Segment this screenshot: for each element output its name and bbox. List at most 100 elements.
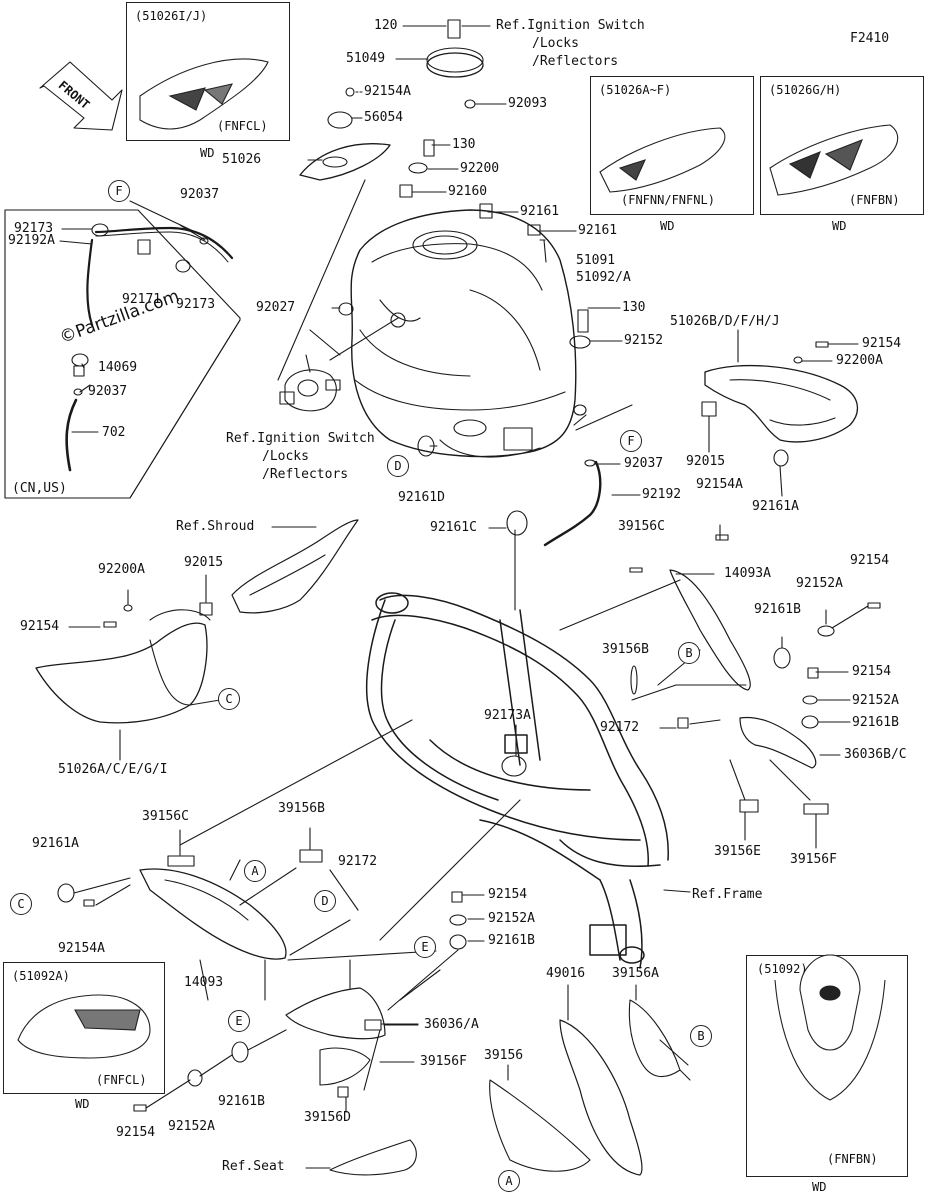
part-label: 92037 (180, 187, 220, 202)
part-label: 92161A (752, 499, 799, 514)
part-label: 51092/A (576, 270, 631, 285)
inset-sub: (FNFBN) (827, 1152, 878, 1166)
inset-sub: (FNFNN/FNFNL) (621, 193, 715, 207)
part-label: 92154 (850, 553, 890, 568)
callout-f: F (620, 430, 642, 452)
part-label: 92161B (852, 715, 899, 730)
inset-title: (51092) (757, 962, 808, 976)
part-label: 92173 (14, 221, 54, 236)
ref-frame: Ref.Frame (692, 887, 763, 902)
part-label: 51026 (222, 152, 262, 167)
inset-sub: (FNFCL) (96, 1073, 147, 1087)
part-label: 36036B/C (844, 747, 907, 762)
part-label: 92171 (122, 292, 162, 307)
inset-title: (51026I/J) (135, 9, 208, 23)
ref-seat: Ref.Seat (222, 1159, 285, 1174)
part-label: 92161B (754, 602, 801, 617)
part-label: 39156C (618, 519, 665, 534)
ref-shroud: Ref.Shroud (176, 519, 255, 534)
inset-title: (51026A~F) (599, 83, 672, 97)
part-label: 39156 (484, 1048, 524, 1063)
part-label: 51026A/C/E/G/I (58, 762, 168, 777)
part-label: 14069 (98, 360, 138, 375)
part-label: 39156F (420, 1054, 467, 1069)
part-label: 92152A (488, 911, 535, 926)
part-label: 92152A (852, 693, 899, 708)
inset-51092: (51092) (FNFBN) (746, 955, 908, 1177)
region-label: (CN,US) (12, 481, 67, 496)
part-label: 92037 (624, 456, 664, 471)
part-label: 92152A (796, 576, 843, 591)
inset-sub: (FNFCL) (217, 119, 268, 133)
ref-locks-mid: /Locks (262, 449, 309, 464)
part-label: 39156B (278, 801, 325, 816)
callout-e: E (414, 936, 436, 958)
hose-inset-frame (4, 209, 241, 499)
fuel-tank-artwork (350, 209, 587, 458)
part-label: 51091 (576, 253, 616, 268)
part-label: 92154 (862, 336, 902, 351)
ref-ignition-mid: Ref.Ignition Switch (226, 431, 375, 446)
callout-b: B (678, 642, 700, 664)
part-label: 92161A (32, 836, 79, 851)
part-label: 92192A (8, 233, 55, 248)
part-label: 92200 (460, 161, 500, 176)
ref-locks-top: /Locks (532, 36, 579, 51)
part-label: 49016 (546, 966, 586, 981)
inset-51026IJ: (51026I/J) (FNFCL) (126, 2, 290, 141)
part-label: 14093 (184, 975, 224, 990)
diagram-id: F2410 (850, 31, 890, 46)
callout-c: C (218, 688, 240, 710)
inset-wd: WD (832, 219, 847, 233)
inset-51026A-F: (51026A~F) (FNFNN/FNFNL) (590, 76, 754, 215)
part-label: 92154 (852, 664, 892, 679)
part-label: 51026B/D/F/H/J (670, 314, 780, 329)
part-label: 130 (622, 300, 646, 315)
part-label: 92152A (168, 1119, 215, 1134)
ignition-switch-artwork (279, 354, 341, 412)
part-label: 92015 (686, 454, 726, 469)
part-label: 92161 (578, 223, 618, 238)
part-label: 39156B (602, 642, 649, 657)
part-label: 92027 (256, 300, 296, 315)
part-label: 92154A (696, 477, 743, 492)
part-label: 130 (452, 137, 476, 152)
part-label: 92037 (88, 384, 128, 399)
callout-a: A (244, 860, 266, 882)
part-label: 92161B (488, 933, 535, 948)
callout-a: A (498, 1170, 520, 1192)
part-label: 14093A (724, 566, 771, 581)
part-label: 39156F (790, 852, 837, 867)
front-arrow-icon (39, 61, 123, 131)
inset-wd: WD (660, 219, 675, 233)
part-label: 92192 (642, 487, 682, 502)
part-label: 92154 (20, 619, 60, 634)
ref-reflectors-mid: /Reflectors (262, 467, 349, 482)
ref-reflectors-top: /Reflectors (532, 54, 619, 69)
inset-51026GH: (51026G/H) (FNFBN) (760, 76, 924, 215)
part-label: 92154 (488, 887, 528, 902)
inset-wd: WD (75, 1097, 90, 1111)
inset-title: (51092A) (12, 969, 70, 983)
part-label: 702 (102, 425, 126, 440)
part-label: 120 (374, 18, 398, 33)
part-label: 39156C (142, 809, 189, 824)
part-label: 92015 (184, 555, 224, 570)
part-label: 92200A (836, 353, 883, 368)
part-label: 92200A (98, 562, 145, 577)
part-label: 36036/A (424, 1017, 479, 1032)
part-label: 51049 (346, 51, 386, 66)
part-label: 92172 (600, 720, 640, 735)
part-label: 92161B (218, 1094, 265, 1109)
part-label: 92172 (338, 854, 378, 869)
part-label: 92093 (508, 96, 548, 111)
ref-ignition-top: Ref.Ignition Switch (496, 18, 645, 33)
part-label: 92154 (116, 1125, 156, 1140)
inset-title: (51026G/H) (769, 83, 842, 97)
part-label: 92160 (448, 184, 488, 199)
part-label: 56054 (364, 110, 404, 125)
inset-51092A: (51092A) (FNFCL) (3, 962, 165, 1094)
part-label: 92154A (58, 941, 105, 956)
callout-b: B (690, 1025, 712, 1047)
